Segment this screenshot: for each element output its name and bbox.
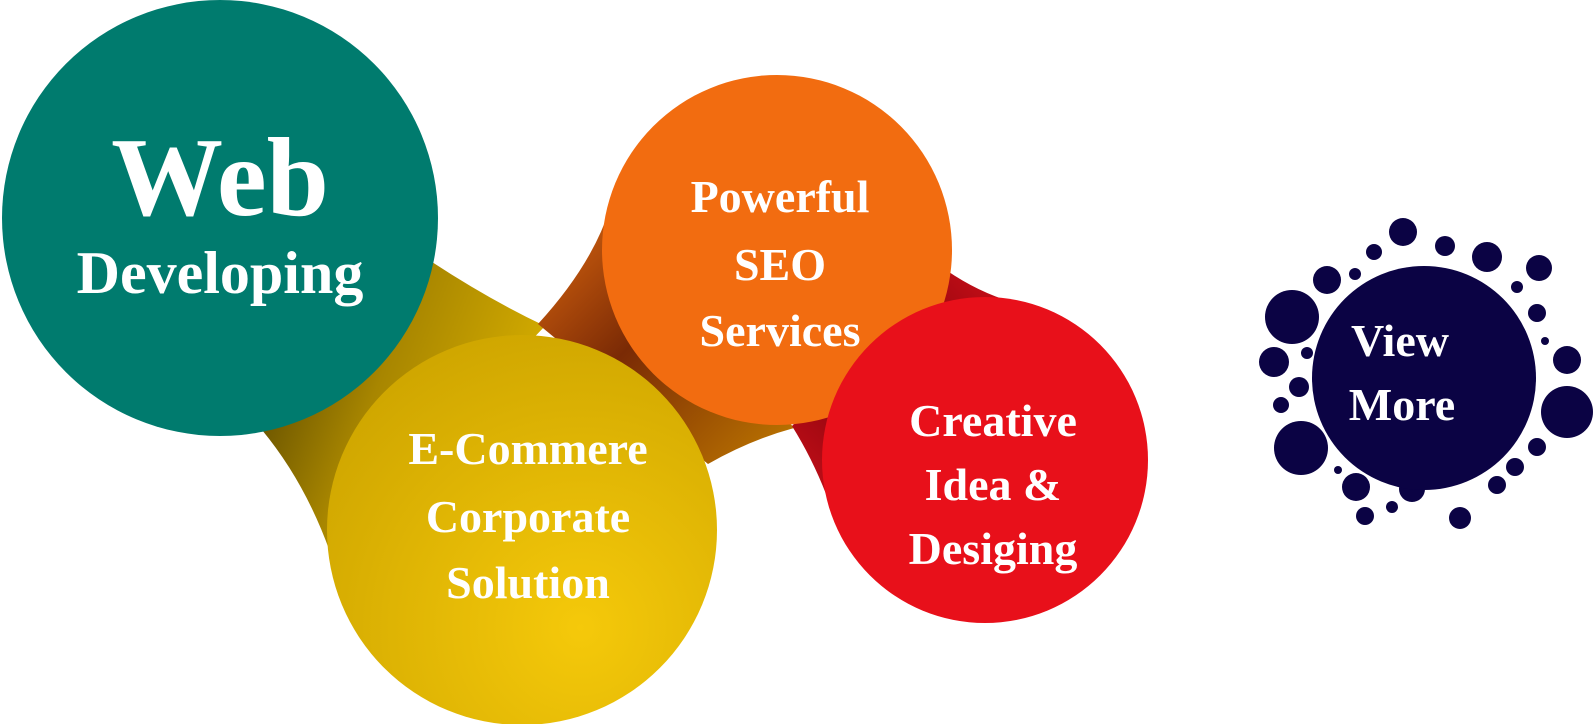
decorative-dot — [1265, 290, 1319, 344]
ecommerce-line1: E-Commere — [408, 423, 647, 474]
decorative-dot — [1301, 347, 1313, 359]
decorative-dot — [1334, 466, 1342, 474]
decorative-dot — [1488, 476, 1506, 494]
seo-line2: SEO — [734, 239, 826, 290]
decorative-dot — [1349, 268, 1361, 280]
decorative-dot — [1528, 438, 1546, 456]
decorative-dot — [1342, 473, 1370, 501]
decorative-dot — [1366, 244, 1382, 260]
view-more-line1: View — [1351, 315, 1449, 366]
view-more-button[interactable] — [1312, 266, 1536, 490]
circle-web-developing[interactable] — [2, 0, 438, 436]
decorative-dot — [1553, 346, 1581, 374]
decorative-dot — [1435, 236, 1455, 256]
ecommerce-line2: Corporate — [426, 491, 630, 542]
decorative-dot — [1526, 255, 1552, 281]
decorative-dot — [1389, 218, 1417, 246]
view-more-line2: More — [1349, 379, 1455, 430]
creative-line2: Idea & — [925, 459, 1062, 510]
decorative-dot — [1356, 507, 1374, 525]
seo-line1: Powerful — [691, 171, 870, 222]
decorative-dot — [1506, 458, 1524, 476]
decorative-dot — [1386, 501, 1398, 513]
decorative-dot — [1528, 304, 1546, 322]
decorative-dot — [1449, 507, 1471, 529]
web-title: Web — [111, 116, 329, 240]
decorative-dot — [1313, 266, 1341, 294]
decorative-dot — [1541, 337, 1549, 345]
seo-line3: Services — [700, 305, 861, 356]
creative-line1: Creative — [909, 395, 1077, 446]
decorative-dot — [1472, 242, 1502, 272]
decorative-dot — [1541, 386, 1593, 438]
circle-seo[interactable] — [602, 75, 952, 425]
decorative-dot — [1259, 347, 1289, 377]
decorative-dot — [1274, 421, 1328, 475]
circle-ecommerce[interactable] — [327, 335, 717, 724]
decorative-dot — [1273, 397, 1289, 413]
circle-creative[interactable] — [822, 297, 1148, 623]
ecommerce-line3: Solution — [446, 557, 610, 608]
decorative-dot — [1289, 377, 1309, 397]
decorative-dot — [1511, 281, 1523, 293]
developing-label: Developing — [77, 240, 364, 306]
creative-line3: Desiging — [909, 523, 1078, 574]
